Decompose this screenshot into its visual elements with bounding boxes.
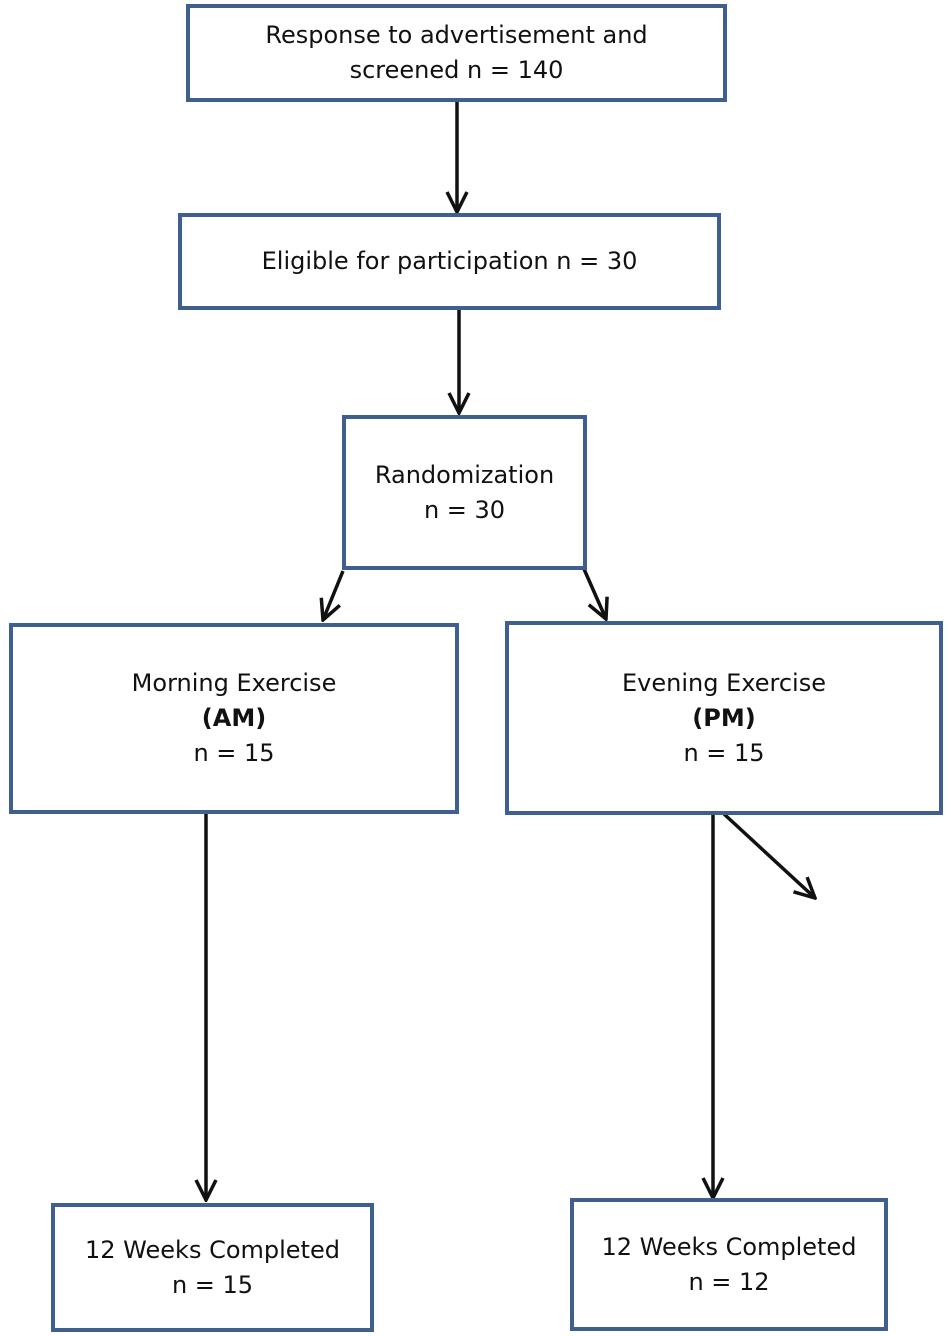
morning-line-2: (AM) xyxy=(201,704,267,732)
eligible-box: Eligible for participation n = 30 xyxy=(178,213,721,310)
evening-completed-line-1: 12 Weeks Completed xyxy=(601,1232,857,1261)
arrow-evening-dropout xyxy=(722,812,815,898)
screened-box: Response to advertisement and screened n… xyxy=(186,4,727,102)
morning-completed-box: 12 Weeks Completed n = 15 xyxy=(51,1203,374,1332)
evening-line-1: Evening Exercise xyxy=(622,668,826,697)
morning-completed-line-1: 12 Weeks Completed xyxy=(85,1235,340,1264)
evening-completed-box: 12 Weeks Completed n = 12 xyxy=(570,1198,888,1331)
morning-line-1: Morning Exercise xyxy=(131,669,337,697)
randomization-line-1: Randomization xyxy=(374,460,555,489)
morning-exercise-box: Morning Exercise (AM) n = 15 xyxy=(9,623,459,814)
evening-exercise-box: Evening Exercise (PM) n = 15 xyxy=(505,621,943,815)
evening-line-3: n = 15 xyxy=(683,738,765,767)
arrow-randomization-to-evening xyxy=(582,568,606,619)
morning-completed-line-2: n = 15 xyxy=(171,1270,254,1299)
morning-line-3: n = 15 xyxy=(193,739,275,767)
screened-line-1: Response to advertisement and xyxy=(265,21,648,49)
evening-line-2: (PM) xyxy=(692,703,756,732)
arrow-randomization-to-morning xyxy=(323,570,345,620)
eligible-line-1: Eligible for participation n = 30 xyxy=(261,247,638,275)
randomization-line-2: n = 30 xyxy=(423,495,506,524)
evening-completed-line-2: n = 12 xyxy=(688,1267,770,1296)
screened-line-2: screened n = 140 xyxy=(349,56,564,84)
randomization-box: Randomization n = 30 xyxy=(342,415,587,570)
